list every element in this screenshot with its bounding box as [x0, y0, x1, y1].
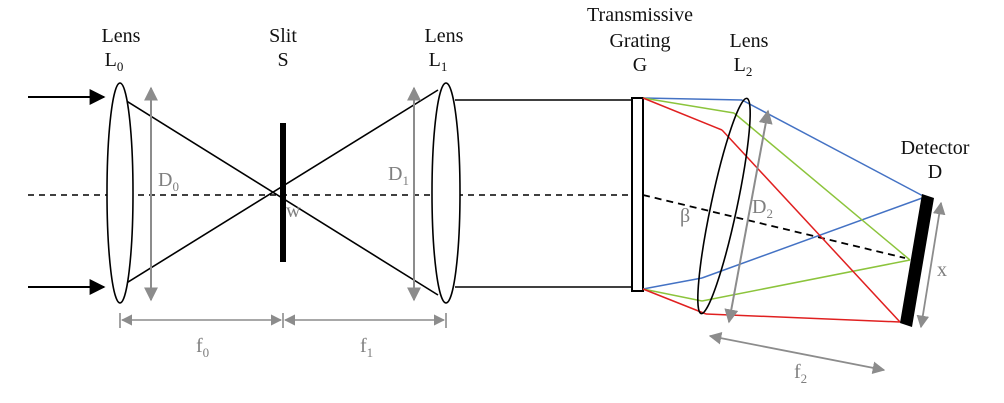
detector-symbol: D: [928, 161, 942, 183]
f0-label: f0: [196, 335, 209, 360]
ray-blue-top: [642, 97, 743, 101]
ray-blue-bottom: [642, 277, 703, 290]
ray-l0-bottom-to-l1-top: [119, 89, 439, 288]
x-dimension-arrow: [916, 201, 946, 329]
d2-label: D2: [752, 196, 773, 221]
slit: [280, 123, 286, 262]
d2-dimension-arrow: [724, 109, 773, 324]
f2-dimension-arrow: [708, 331, 886, 375]
slit-symbol: S: [277, 49, 288, 71]
ray-red-bottom: [642, 288, 707, 315]
d1-label: D1: [388, 163, 409, 188]
transmissive-grating: [631, 97, 644, 292]
lens-l2: [697, 97, 751, 315]
lens-l0-name: Lens: [102, 25, 141, 47]
slit-width-label: w: [286, 200, 301, 222]
f2-label: f2: [794, 361, 807, 386]
d0-label: D0: [158, 169, 179, 194]
ray-red-top-to-detector: [721, 129, 901, 323]
ray-l0-top-to-l1-bottom: [119, 96, 439, 296]
lens-l1: [431, 82, 461, 304]
grating-symbol: G: [633, 54, 647, 76]
lens-l2-symbol: L2: [734, 54, 753, 79]
ray-red-top: [642, 97, 723, 131]
lens-l1-symbol: L1: [429, 49, 448, 74]
diffraction-angle-line: [642, 194, 906, 259]
lens-l0-symbol: L0: [105, 49, 124, 74]
grating-line1: Transmissive: [587, 4, 693, 26]
grating-line2: Grating: [609, 30, 670, 52]
ray-blue-top-to-detector: [741, 99, 926, 198]
lens-l2-name: Lens: [730, 30, 769, 52]
ray-green-bottom: [642, 288, 703, 302]
x-label: x: [937, 259, 947, 281]
lens-l0: [106, 82, 134, 304]
slit-name: Slit: [269, 25, 297, 47]
ray-blue-bottom-to-detector: [701, 196, 926, 279]
ray-red-bottom-to-detector: [705, 313, 901, 323]
detector-name: Detector: [901, 137, 970, 159]
lens-l1-name: Lens: [425, 25, 464, 47]
f1-label: f1: [360, 335, 373, 360]
beta-label: β: [680, 205, 690, 227]
ray-green-top: [642, 97, 735, 114]
